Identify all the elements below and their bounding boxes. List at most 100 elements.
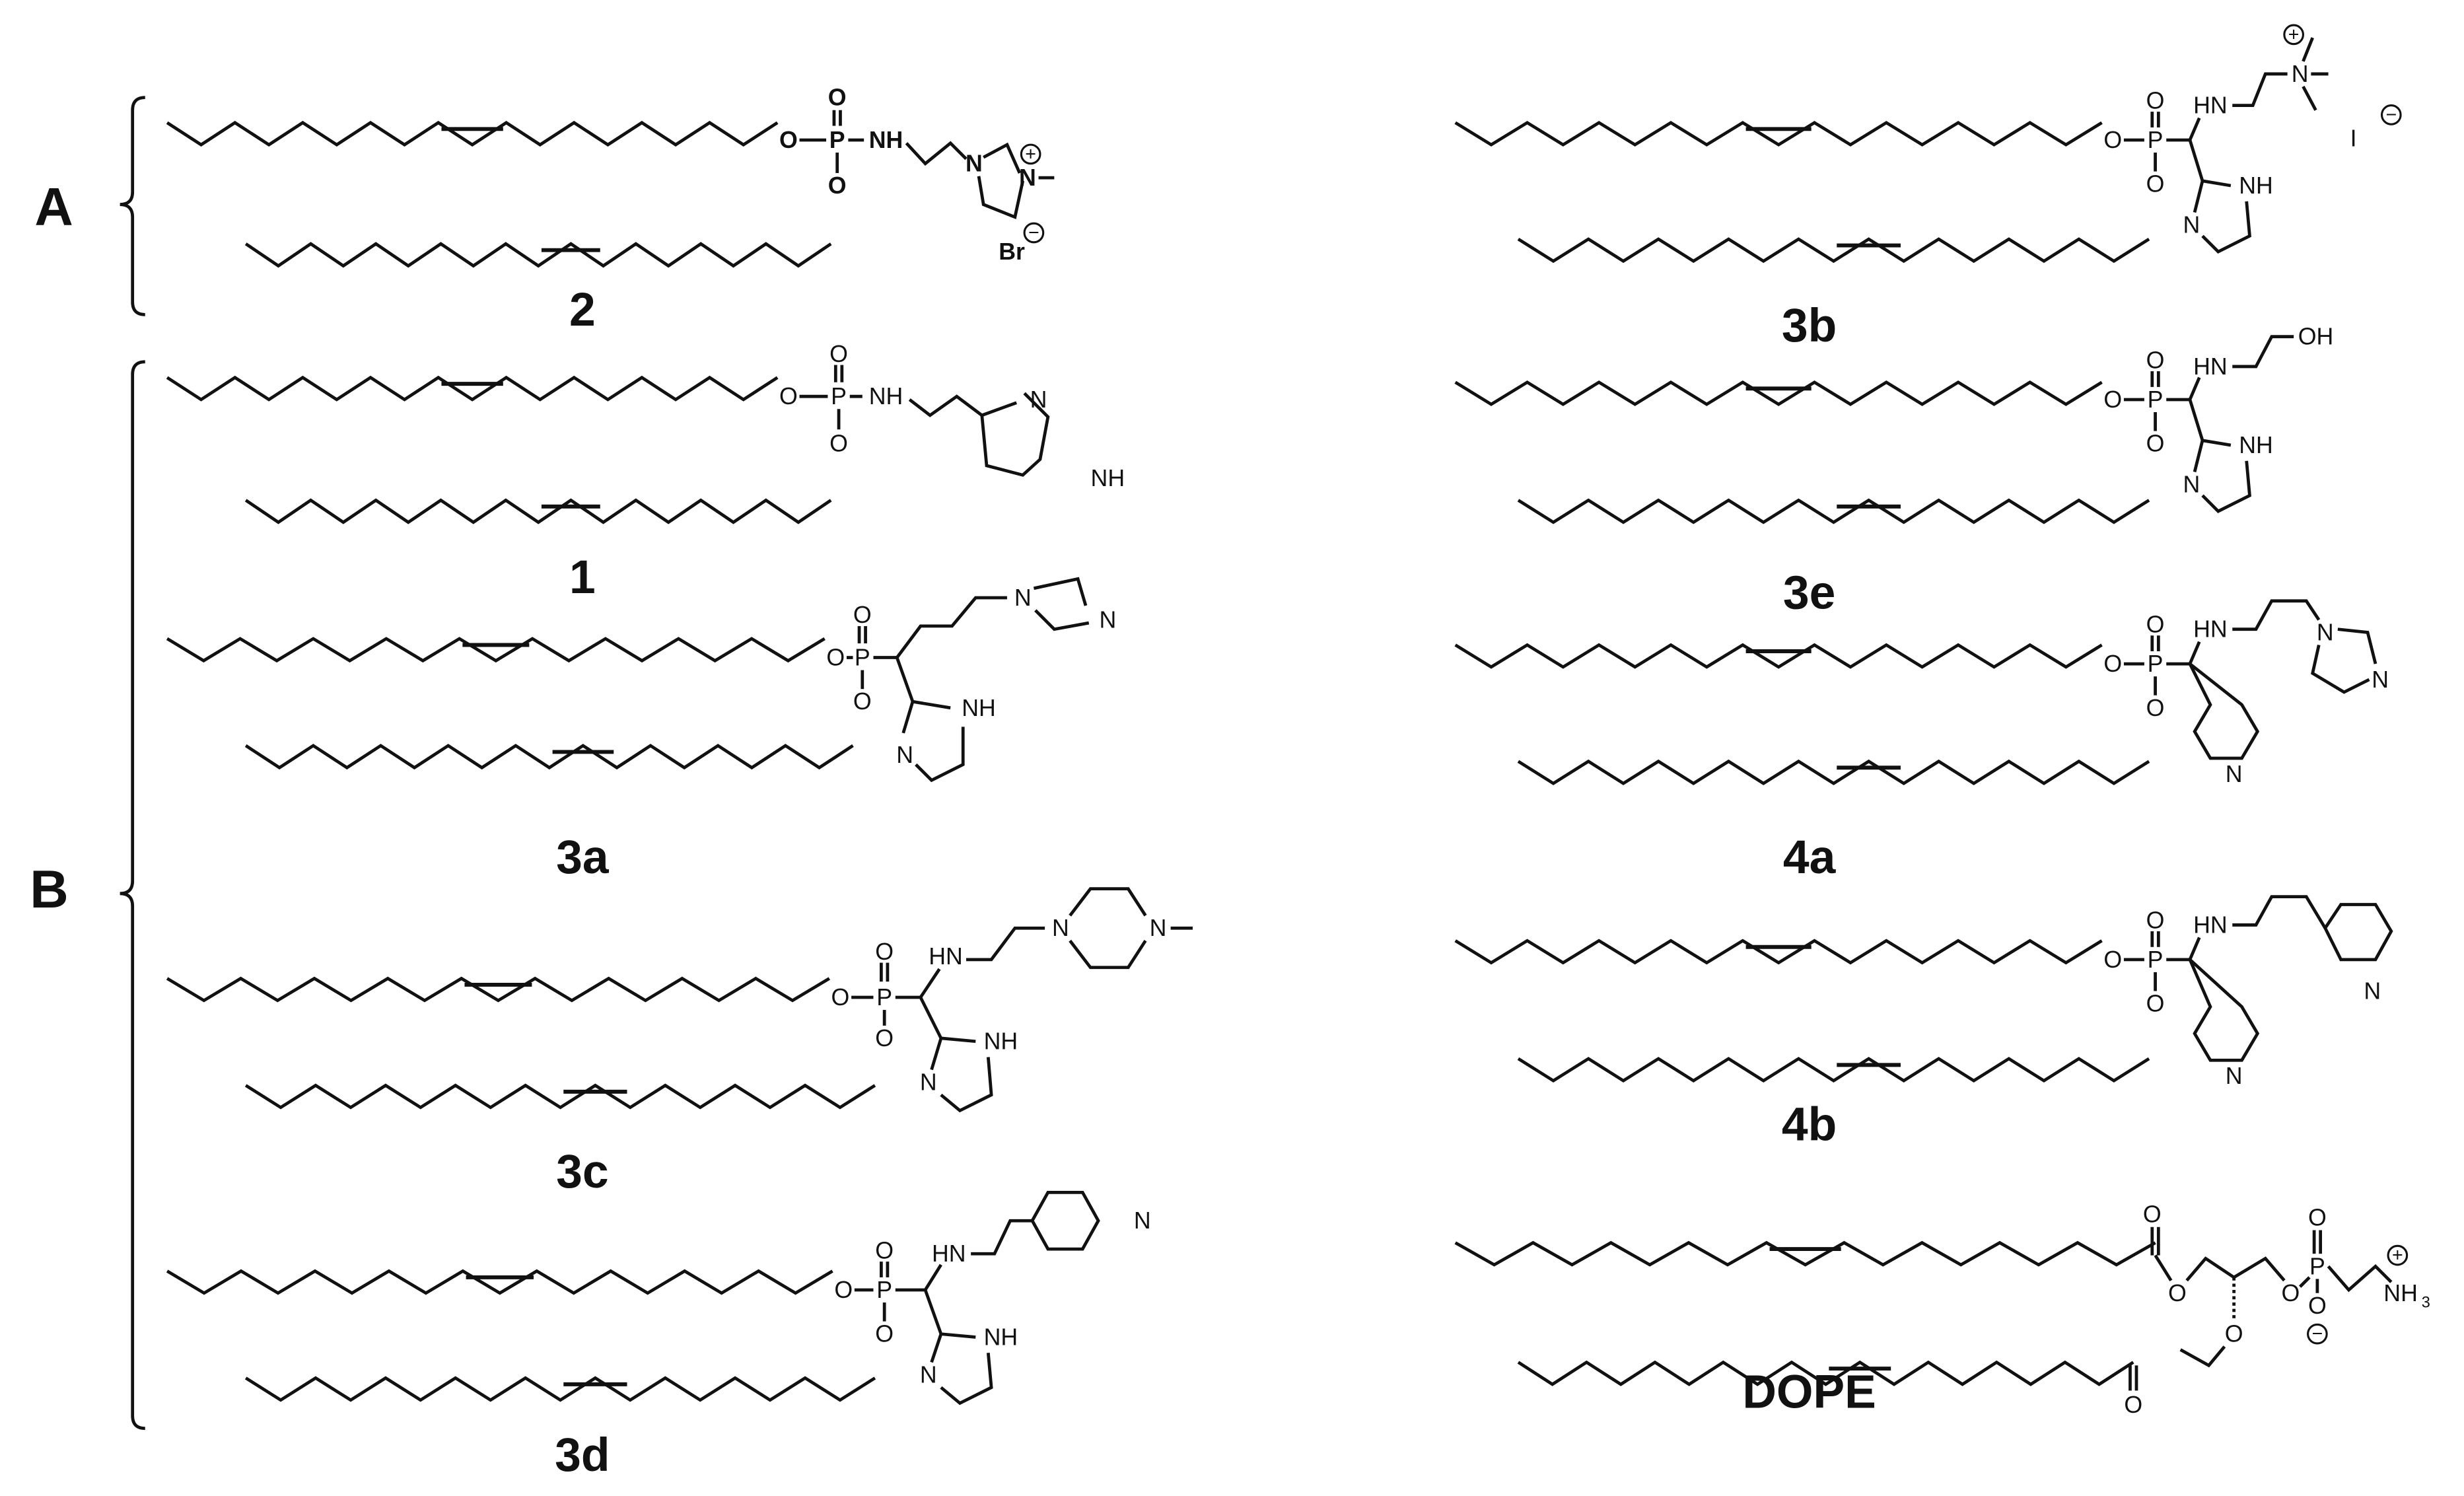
svg-text:N: N (2364, 978, 2381, 1004)
svg-text:N: N (1150, 915, 1167, 941)
svg-text:N: N (2226, 761, 2243, 787)
svg-text:HN: HN (929, 943, 963, 970)
svg-text:N: N (2317, 619, 2334, 645)
compound-3d: O O P O HN N NH N 3d (555, 1190, 1151, 1481)
svg-text:O: O (2146, 907, 2165, 933)
svg-text:O: O (2103, 127, 2122, 153)
compound-label-4a: 4a (1783, 831, 1837, 884)
svg-text:O: O (826, 645, 845, 671)
svg-text:NH: NH (962, 695, 996, 721)
group-label-b: B (30, 860, 68, 919)
svg-text:N: N (1052, 915, 1069, 941)
bracket-a (120, 96, 145, 316)
svg-text:N: N (1030, 386, 1047, 413)
compound-dope: O O O O P O O − NH 3 + O DOPE (1742, 1201, 2430, 1419)
svg-text:O: O (2168, 1280, 2187, 1306)
svg-text:NH: NH (984, 1324, 1018, 1350)
counterion-br: Br (999, 238, 1025, 265)
svg-text:O: O (853, 602, 872, 628)
svg-text:N: N (920, 1362, 937, 1388)
group-label-a: A (34, 178, 73, 237)
svg-text:N: N (1134, 1207, 1151, 1234)
compound-label-2: 2 (569, 283, 596, 336)
compound-3e: O O P O HN OH NH N 3e (1783, 324, 2333, 620)
svg-text:O: O (2146, 87, 2165, 114)
compound-3a: O O P O N N NH N 3a (556, 577, 1116, 884)
bracket-b (120, 360, 145, 1430)
atom-n: N (966, 151, 983, 177)
svg-text:O: O (875, 1025, 894, 1051)
svg-text:O: O (853, 688, 872, 715)
svg-text:N: N (1099, 606, 1116, 633)
svg-text:P: P (876, 984, 892, 1011)
svg-text:N: N (2183, 212, 2200, 238)
svg-text:P: P (2148, 127, 2164, 153)
svg-text:O: O (2146, 612, 2165, 638)
svg-text:N: N (1014, 585, 1032, 611)
svg-text:HN: HN (2193, 92, 2228, 119)
compound-label-3b: 3b (1782, 299, 1837, 352)
svg-text:O: O (875, 939, 894, 965)
svg-text:P: P (855, 645, 870, 671)
compound-4a: O O P O HN N N N 4a (1783, 599, 2389, 884)
svg-text:−: − (2385, 104, 2397, 125)
svg-text:O: O (875, 1321, 894, 1347)
svg-text:O: O (2103, 946, 2122, 973)
svg-text:P: P (2148, 946, 2164, 973)
svg-text:N: N (2226, 1063, 2243, 1089)
svg-text:−: − (2312, 1324, 2323, 1345)
compound-label-3d: 3d (555, 1429, 610, 1481)
svg-text:O: O (2225, 1321, 2243, 1347)
compound-label-dope: DOPE (1742, 1366, 1876, 1419)
svg-text:O: O (875, 1237, 894, 1264)
svg-text:P: P (2309, 1253, 2325, 1279)
svg-text:NH: NH (984, 1028, 1018, 1055)
svg-text:O: O (2146, 347, 2165, 373)
svg-text:P: P (831, 383, 847, 410)
svg-text:NH: NH (2239, 432, 2273, 458)
svg-text:O: O (829, 341, 848, 367)
compound-4b: O O P O HN N N 4b (1782, 895, 2393, 1151)
svg-text:HN: HN (932, 1240, 966, 1267)
svg-text:O: O (2103, 386, 2122, 413)
svg-text:+: + (1025, 143, 1036, 164)
svg-text:O: O (2308, 1293, 2327, 1319)
svg-text:O: O (834, 1277, 853, 1303)
svg-text:N: N (2372, 666, 2389, 693)
svg-text:+: + (2392, 1245, 2403, 1266)
svg-text:O: O (2308, 1204, 2327, 1230)
svg-text:NH: NH (2383, 1280, 2418, 1306)
svg-text:N: N (920, 1069, 937, 1096)
atom-n: N (1019, 164, 1036, 191)
svg-text:HN: HN (2193, 616, 2228, 643)
svg-text:HN: HN (2193, 911, 2228, 938)
svg-text:N: N (896, 742, 913, 768)
svg-text:O: O (829, 431, 848, 457)
svg-text:N: N (2183, 472, 2200, 498)
compound-label-3c: 3c (556, 1145, 608, 1198)
svg-text:NH: NH (2239, 172, 2273, 199)
svg-text:+: + (2288, 24, 2300, 45)
counterion-i: I (2350, 125, 2357, 152)
svg-text:O: O (2281, 1280, 2300, 1306)
svg-text:O: O (779, 383, 798, 410)
svg-text:OH: OH (2298, 324, 2334, 350)
svg-text:P: P (2148, 651, 2164, 677)
svg-text:O: O (2124, 1392, 2142, 1418)
svg-text:O: O (2146, 991, 2165, 1017)
svg-text:3: 3 (2422, 1294, 2430, 1312)
svg-text:O: O (2146, 431, 2165, 457)
svg-text:HN: HN (2193, 353, 2228, 380)
atom-p: P (829, 127, 845, 153)
compound-3b: O O P O HN N + I − NH N 3b (1782, 24, 2402, 352)
compound-label-3e: 3e (1783, 567, 1835, 620)
atom-o: O (828, 172, 847, 199)
hydrocarbon-tails (166, 120, 2156, 1402)
svg-text:O: O (2146, 695, 2165, 721)
atom-o: O (779, 127, 798, 153)
svg-text:P: P (2148, 386, 2164, 413)
atom-o: O (828, 85, 847, 111)
compound-1: O O P NH O N NH 1 (569, 341, 1125, 604)
svg-text:N: N (2292, 61, 2309, 87)
